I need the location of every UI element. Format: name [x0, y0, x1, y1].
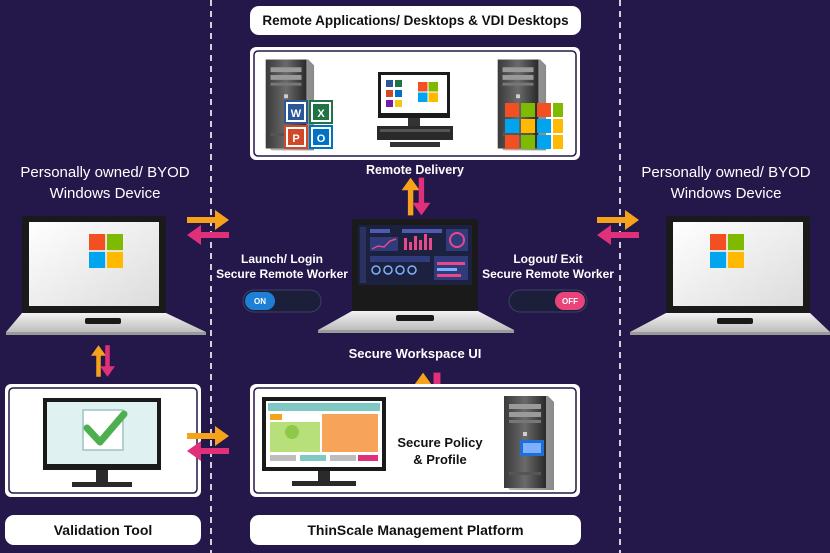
word-icon-letter: W — [291, 108, 302, 120]
secure-workspace-laptop — [318, 219, 514, 333]
remote-delivery-label: Remote Delivery — [366, 163, 464, 177]
right-byod-laptop — [630, 216, 830, 335]
byod-to-workspace-arrows-right — [597, 210, 639, 245]
launch-login-label: Launch/ Login Secure Remote Worker — [216, 252, 348, 281]
excel-icon-letter: X — [317, 108, 325, 120]
remote-delivery-arrows — [401, 177, 431, 216]
office-apps-icon: W X P O — [284, 100, 333, 149]
left-byod-title: Personally owned/ BYOD Windows Device — [20, 164, 190, 202]
outlook-icon-letter: O — [317, 133, 326, 145]
logout-toggle-off[interactable]: OFF — [508, 289, 588, 313]
launch-toggle-on[interactable]: ON — [242, 289, 322, 313]
byod-to-workspace-arrows-left — [187, 210, 229, 245]
management-console-monitor — [262, 397, 386, 486]
remote-apps-title: Remote Applications/ Desktops & VDI Desk… — [250, 6, 581, 35]
vdi-monitor-icon — [377, 72, 453, 147]
validation-tool-title: Validation Tool — [5, 515, 201, 545]
powerpoint-icon-letter: P — [292, 133, 299, 145]
toggle-on-text: ON — [254, 297, 266, 306]
left-byod-laptop — [6, 216, 206, 335]
byod-validation-arrows — [91, 345, 115, 377]
validation-monitor-icon — [43, 398, 161, 487]
secure-workspace-label: Secure Workspace UI — [348, 346, 482, 361]
windows-tiles-icon — [505, 103, 563, 149]
logout-exit-label: Logout/ Exit Secure Remote Worker — [482, 252, 614, 281]
right-byod-title: Personally owned/ BYOD Windows Device — [641, 164, 811, 202]
toggle-off-text: OFF — [562, 297, 578, 306]
remote-apps-panel-inner — [253, 50, 577, 157]
management-server-tower — [504, 396, 554, 490]
secure-policy-label: Secure Policy & Profile — [397, 435, 483, 467]
management-platform-title: ThinScale Management Platform — [250, 515, 581, 545]
